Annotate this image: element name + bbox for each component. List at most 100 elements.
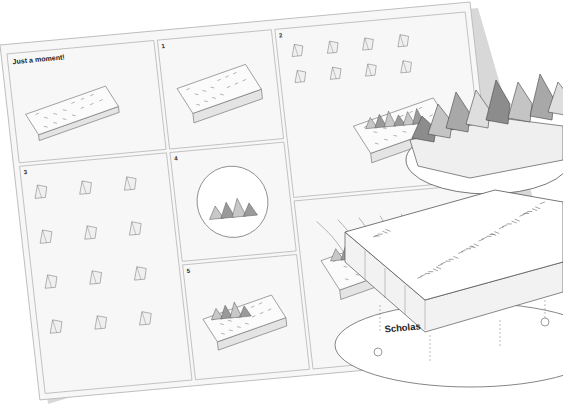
slot-mark	[386, 229, 391, 231]
slot-mark	[252, 316, 256, 318]
loose-part	[294, 70, 307, 83]
slot-mark	[259, 303, 263, 305]
step-panel	[183, 255, 310, 380]
step-number: 1	[161, 43, 165, 50]
step-panel	[170, 142, 296, 261]
slot-mark	[220, 94, 224, 96]
slot-mark	[233, 72, 237, 74]
slot-mark	[453, 256, 458, 258]
slot-mark	[425, 273, 430, 274]
slot-mark	[44, 117, 48, 119]
slot-mark	[474, 244, 479, 246]
fold-line	[403, 61, 407, 73]
slot-mark	[227, 86, 231, 88]
fold-line	[368, 64, 372, 76]
wall-seam	[405, 285, 406, 315]
loose-part	[399, 60, 412, 73]
fold-line	[365, 38, 369, 50]
slot-mark	[220, 323, 224, 325]
step-panel	[157, 30, 283, 149]
loose-part	[361, 37, 374, 50]
assembly-leader	[430, 335, 431, 363]
loose-part	[326, 40, 339, 53]
slot-mark	[378, 234, 383, 235]
detail-circle	[193, 163, 271, 240]
slot-mark	[229, 330, 233, 332]
slot-mark	[535, 207, 540, 209]
loose-part	[49, 319, 63, 333]
slot-mark	[524, 213, 529, 214]
loose-part	[133, 266, 147, 280]
slot-mark	[235, 83, 239, 85]
model-shell	[486, 80, 510, 124]
slot-mark	[217, 79, 221, 81]
slot-mark	[409, 111, 413, 113]
step-number: 4	[174, 155, 178, 162]
slot-mark	[53, 122, 57, 124]
slot-mark	[245, 323, 249, 325]
slot-mark	[540, 202, 545, 204]
slot-mark	[433, 269, 438, 271]
slot-mark	[63, 118, 67, 120]
shell-part	[383, 111, 396, 127]
slot-mark	[212, 97, 216, 99]
slot-mark	[63, 109, 67, 111]
fold-line	[400, 34, 404, 46]
sheet-text-layer: Just a moment!Scholas12345	[0, 2, 510, 400]
loose-part	[291, 44, 304, 57]
assembly-leader	[500, 320, 501, 348]
slot-mark	[71, 102, 75, 104]
wall-seam	[425, 300, 426, 330]
slot-mark	[515, 219, 520, 221]
step-panel	[20, 153, 192, 394]
loose-part	[78, 180, 92, 194]
slot-mark	[420, 274, 425, 276]
fold-line	[97, 316, 101, 329]
note-heading: Just a moment!	[12, 53, 65, 66]
callout-circle	[541, 318, 549, 326]
slot-mark	[344, 266, 348, 268]
slot-mark	[482, 237, 487, 239]
slot-mark	[519, 214, 524, 216]
fold-line	[82, 181, 86, 194]
model-shell	[508, 82, 532, 122]
model-shell	[548, 82, 563, 116]
slot-mark	[374, 131, 378, 133]
slot-mark	[494, 232, 499, 234]
slot-mark	[243, 79, 247, 81]
slot-mark	[446, 261, 451, 262]
fold-line	[92, 271, 96, 284]
slot-mark	[375, 235, 380, 236]
fold-line	[37, 185, 41, 198]
slot-mark	[466, 248, 471, 249]
loose-part	[364, 63, 377, 76]
slot-mark	[375, 143, 379, 145]
slot-mark	[471, 246, 476, 248]
model-shell	[466, 90, 490, 128]
slot-mark	[458, 252, 463, 254]
slot-mark	[81, 107, 85, 109]
step-number: 3	[23, 169, 27, 176]
assembly-leader	[380, 305, 381, 333]
platform-top	[345, 190, 563, 300]
loose-part	[44, 274, 58, 288]
fold-line	[132, 222, 136, 235]
slot-mark	[221, 333, 225, 335]
loose-part	[123, 176, 137, 190]
slot-mark	[383, 127, 387, 129]
fold-line	[87, 226, 91, 239]
slot-mark	[345, 278, 349, 280]
slab-top	[175, 63, 263, 114]
slot-mark	[436, 267, 441, 269]
brand-logo: Scholas	[384, 322, 421, 336]
slot-mark	[90, 103, 94, 105]
loose-part	[397, 34, 410, 47]
shell-part	[242, 202, 258, 216]
slot-mark	[461, 250, 466, 252]
slot-mark	[204, 101, 208, 103]
slot-mark	[203, 90, 207, 92]
shell-part	[228, 302, 241, 318]
slot-mark	[72, 115, 76, 117]
slot-mark	[90, 94, 94, 96]
